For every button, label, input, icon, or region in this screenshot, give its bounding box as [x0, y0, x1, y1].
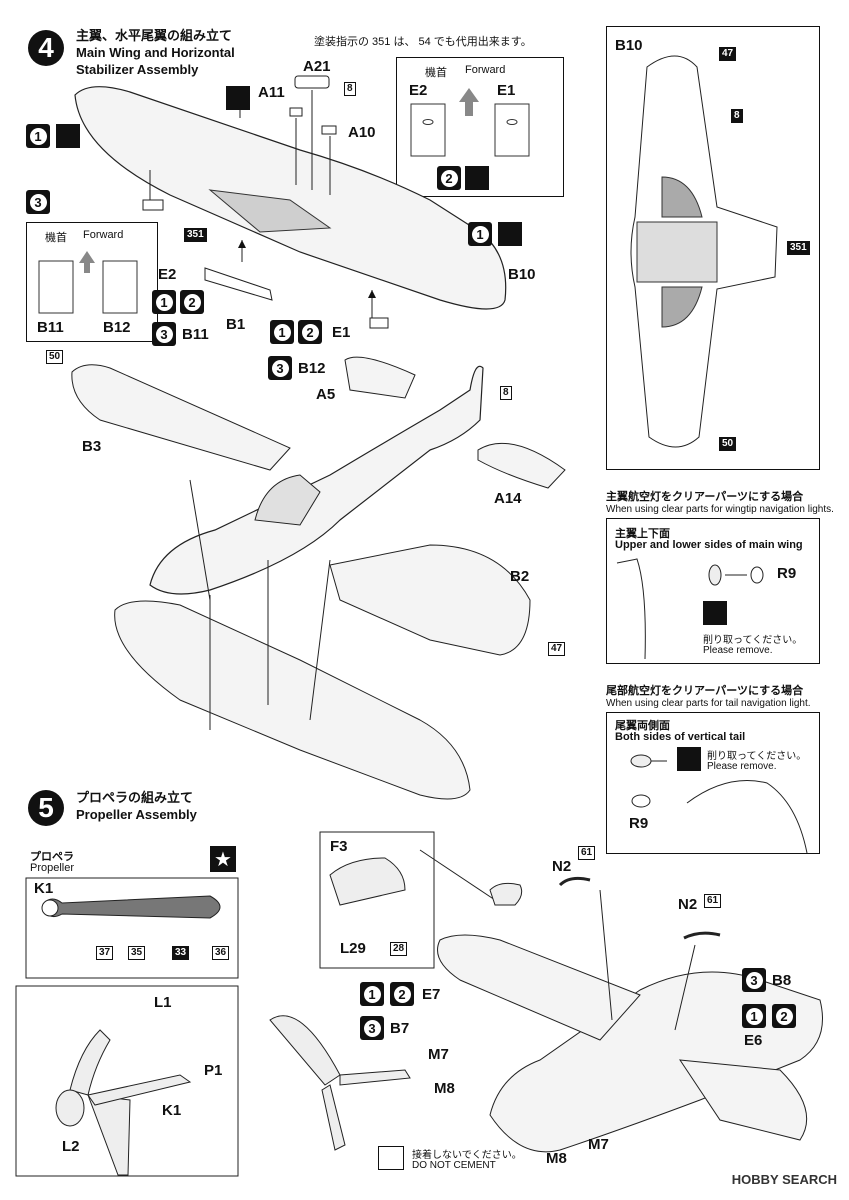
badge-3-b8: 3 — [742, 968, 766, 992]
part-b3: B3 — [82, 438, 102, 455]
badge-1-c: 1 — [152, 290, 176, 314]
color-47-right: 47 — [719, 47, 737, 61]
part-e2: E2 — [158, 266, 177, 283]
part-b8: B8 — [772, 972, 792, 989]
badge-1-e7: 1 — [360, 982, 384, 1006]
part-k1-b: K1 — [162, 1102, 182, 1119]
badge-3-b11: 3 — [152, 322, 176, 346]
hobby-search-watermark: HOBBY SEARCH — [731, 1172, 837, 1187]
wingtip-note-title-en: When using clear parts for wingtip navig… — [606, 504, 834, 515]
inset-b11-b12-drawing — [38, 251, 138, 314]
part-e1: E1 — [332, 324, 351, 341]
color-36: 36 — [212, 946, 230, 960]
wingtip-drawing — [616, 558, 764, 660]
badge-1-e6: 1 — [742, 1004, 766, 1028]
badge-1-b: 1 — [468, 222, 492, 246]
tail-note-title-jp: 尾部航空灯をクリアーパーツにする場合 — [606, 685, 804, 697]
color-33: 33 — [172, 946, 190, 960]
part-a11: A11 — [258, 84, 285, 101]
part-b10: B10 — [508, 266, 536, 283]
do-not-cement-en: DO NOT CEMENT — [412, 1160, 496, 1171]
part-l2: L2 — [62, 1138, 80, 1155]
step-4-number: 4 — [28, 30, 64, 66]
part-m7-b: M7 — [588, 1136, 609, 1153]
color-61-a: 61 — [578, 846, 596, 860]
color-351-right: 351 — [787, 241, 810, 255]
star-icon: ★ — [210, 846, 236, 872]
badge-2-c: 2 — [180, 290, 204, 314]
badge-2-d: 2 — [298, 320, 322, 344]
part-n2-b: N2 — [678, 896, 698, 913]
inset-b11-b12: 機首 Forward B11 B12 — [26, 222, 158, 342]
badge-2: 2 — [437, 166, 461, 190]
color-28: 28 — [390, 942, 408, 956]
cut-tool-icon-tail — [677, 747, 701, 771]
part-a5: A5 — [316, 386, 336, 403]
propeller-label-jp: プロペラ — [30, 851, 74, 863]
color-50-right: 50 — [719, 437, 737, 451]
no-cement-icon — [378, 1146, 404, 1170]
part-n2-a: N2 — [552, 858, 572, 875]
wingtip-note-box: 主翼上下面 Upper and lower sides of main wing… — [606, 518, 820, 664]
color-8-a: 8 — [344, 82, 356, 96]
color-61-b: 61 — [704, 894, 722, 908]
drill-icon — [56, 124, 80, 148]
paint-substitution-note: 塗装指示の 351 は、 54 でも代用出来ます。 — [314, 36, 532, 48]
badge-3-b7: 3 — [360, 1016, 384, 1040]
inset-e1-e2-drawing — [410, 88, 530, 157]
part-e6: E6 — [744, 1032, 763, 1049]
tail-note-title-en: When using clear parts for tail navigati… — [606, 698, 811, 709]
part-l1: L1 — [154, 994, 172, 1011]
color-8-right: 8 — [731, 109, 743, 123]
color-8-b: 8 — [500, 386, 512, 400]
wingtip-note-title-jp: 主翼航空灯をクリアーパーツにする場合 — [606, 491, 804, 503]
badge-1-d: 1 — [270, 320, 294, 344]
badge-1: 1 — [26, 124, 50, 148]
color-35: 35 — [128, 946, 146, 960]
badge-3-b12: 3 — [268, 356, 292, 380]
color-50-a: 50 — [46, 350, 64, 364]
step-5-title: プロペラの組み立て Propeller Assembly — [76, 790, 197, 822]
do-not-cement-jp: 接着しないでください。 — [412, 1150, 522, 1161]
inset-e1-e2: 機首 Forward E2 E1 2 — [396, 57, 564, 197]
color-351-a: 351 — [184, 228, 207, 242]
drill-icon-b — [498, 222, 522, 246]
tail-drawing — [630, 754, 808, 854]
color-47-a: 47 — [548, 642, 566, 656]
part-a10: A10 — [348, 124, 376, 141]
part-a14: A14 — [494, 490, 522, 507]
part-b2: B2 — [510, 568, 530, 585]
part-l29: L29 — [340, 940, 366, 957]
part-m8-b: M8 — [546, 1150, 567, 1167]
cut-tool-icon — [465, 166, 489, 190]
part-b1: B1 — [226, 316, 246, 333]
b10-plan-view — [630, 55, 778, 448]
part-b11-callout: B11 — [182, 326, 209, 343]
part-m8-a: M8 — [434, 1080, 455, 1097]
part-f3: F3 — [330, 838, 348, 855]
part-b12-callout: B12 — [298, 360, 326, 377]
b10-painting-panel: B10 47 8 351 50 — [606, 26, 820, 470]
step-5-number: 5 — [28, 790, 64, 826]
propeller-label-en: Propeller — [30, 862, 75, 874]
step-4-title: 主翼、水平尾翼の組み立て Main Wing and Horizontal St… — [76, 28, 235, 77]
part-p1: P1 — [204, 1062, 223, 1079]
tail-note-box: 尾翼両側面 Both sides of vertical tail 削り取ってく… — [606, 712, 820, 854]
part-b7: B7 — [390, 1020, 410, 1037]
badge-2-e6: 2 — [772, 1004, 796, 1028]
badge-2-e7: 2 — [390, 982, 414, 1006]
part-m7-a: M7 — [428, 1046, 449, 1063]
badge-3-left: 3 — [26, 190, 50, 214]
part-a21: A21 — [303, 58, 331, 75]
part-k1: K1 — [34, 880, 54, 897]
cut-tool-icon-wingtip — [703, 601, 727, 625]
part-e7: E7 — [422, 986, 441, 1003]
color-37: 37 — [96, 946, 114, 960]
